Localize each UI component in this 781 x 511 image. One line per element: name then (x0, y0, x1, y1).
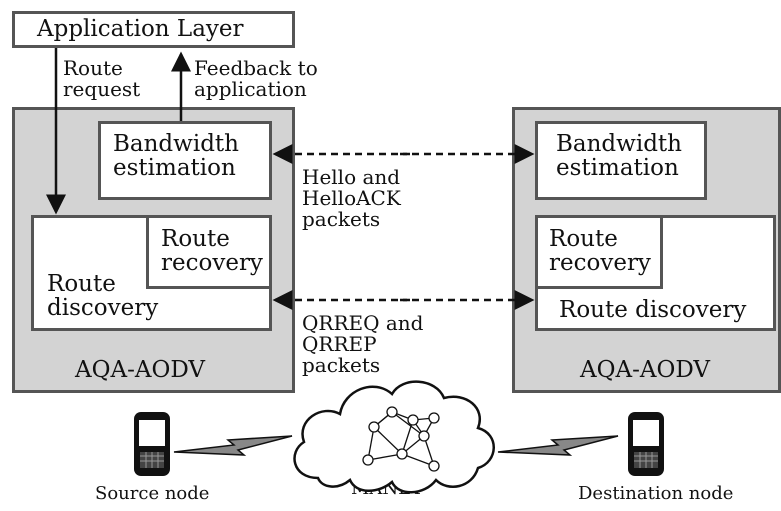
left-bandwidth-estimation-box (98, 121, 272, 200)
destination-wireless-link-icon (497, 435, 619, 456)
left-module-name: AQA-AODV (75, 357, 205, 383)
manet-mesh (362, 406, 440, 472)
left-route-discovery-label: Route discovery (47, 271, 159, 322)
left-route-recovery-label: Route recovery (161, 226, 263, 277)
right-module-name: AQA-AODV (580, 357, 710, 383)
source-wireless-link-icon (173, 435, 293, 456)
right-bandwidth-estimation-label: Bandwidth estimation (556, 131, 682, 182)
right-route-recovery-box (535, 215, 663, 289)
left-bandwidth-estimation-label: Bandwidth estimation (113, 131, 239, 182)
manet-cloud (293, 380, 495, 494)
route-request-label: Route request (63, 56, 141, 101)
application-layer-label: Application Layer (37, 16, 244, 42)
application-layer-box (12, 11, 295, 48)
right-bandwidth-estimation-box (535, 121, 707, 200)
destination-node-label: Destination node (578, 483, 734, 504)
right-route-recovery-label: Route recovery (549, 226, 651, 277)
destination-phone-icon (628, 412, 664, 476)
left-route-recovery-box (146, 215, 272, 289)
source-node-label: Source node (95, 483, 210, 504)
right-route-discovery-label: Route discovery (559, 297, 747, 323)
feedback-label: Feedback to application (194, 56, 318, 101)
source-phone-icon (134, 412, 170, 476)
qrreq-packets-label: QRREQ and QRREP packets (302, 311, 424, 377)
hello-packets-label: Hello and HelloACK packets (302, 165, 401, 231)
